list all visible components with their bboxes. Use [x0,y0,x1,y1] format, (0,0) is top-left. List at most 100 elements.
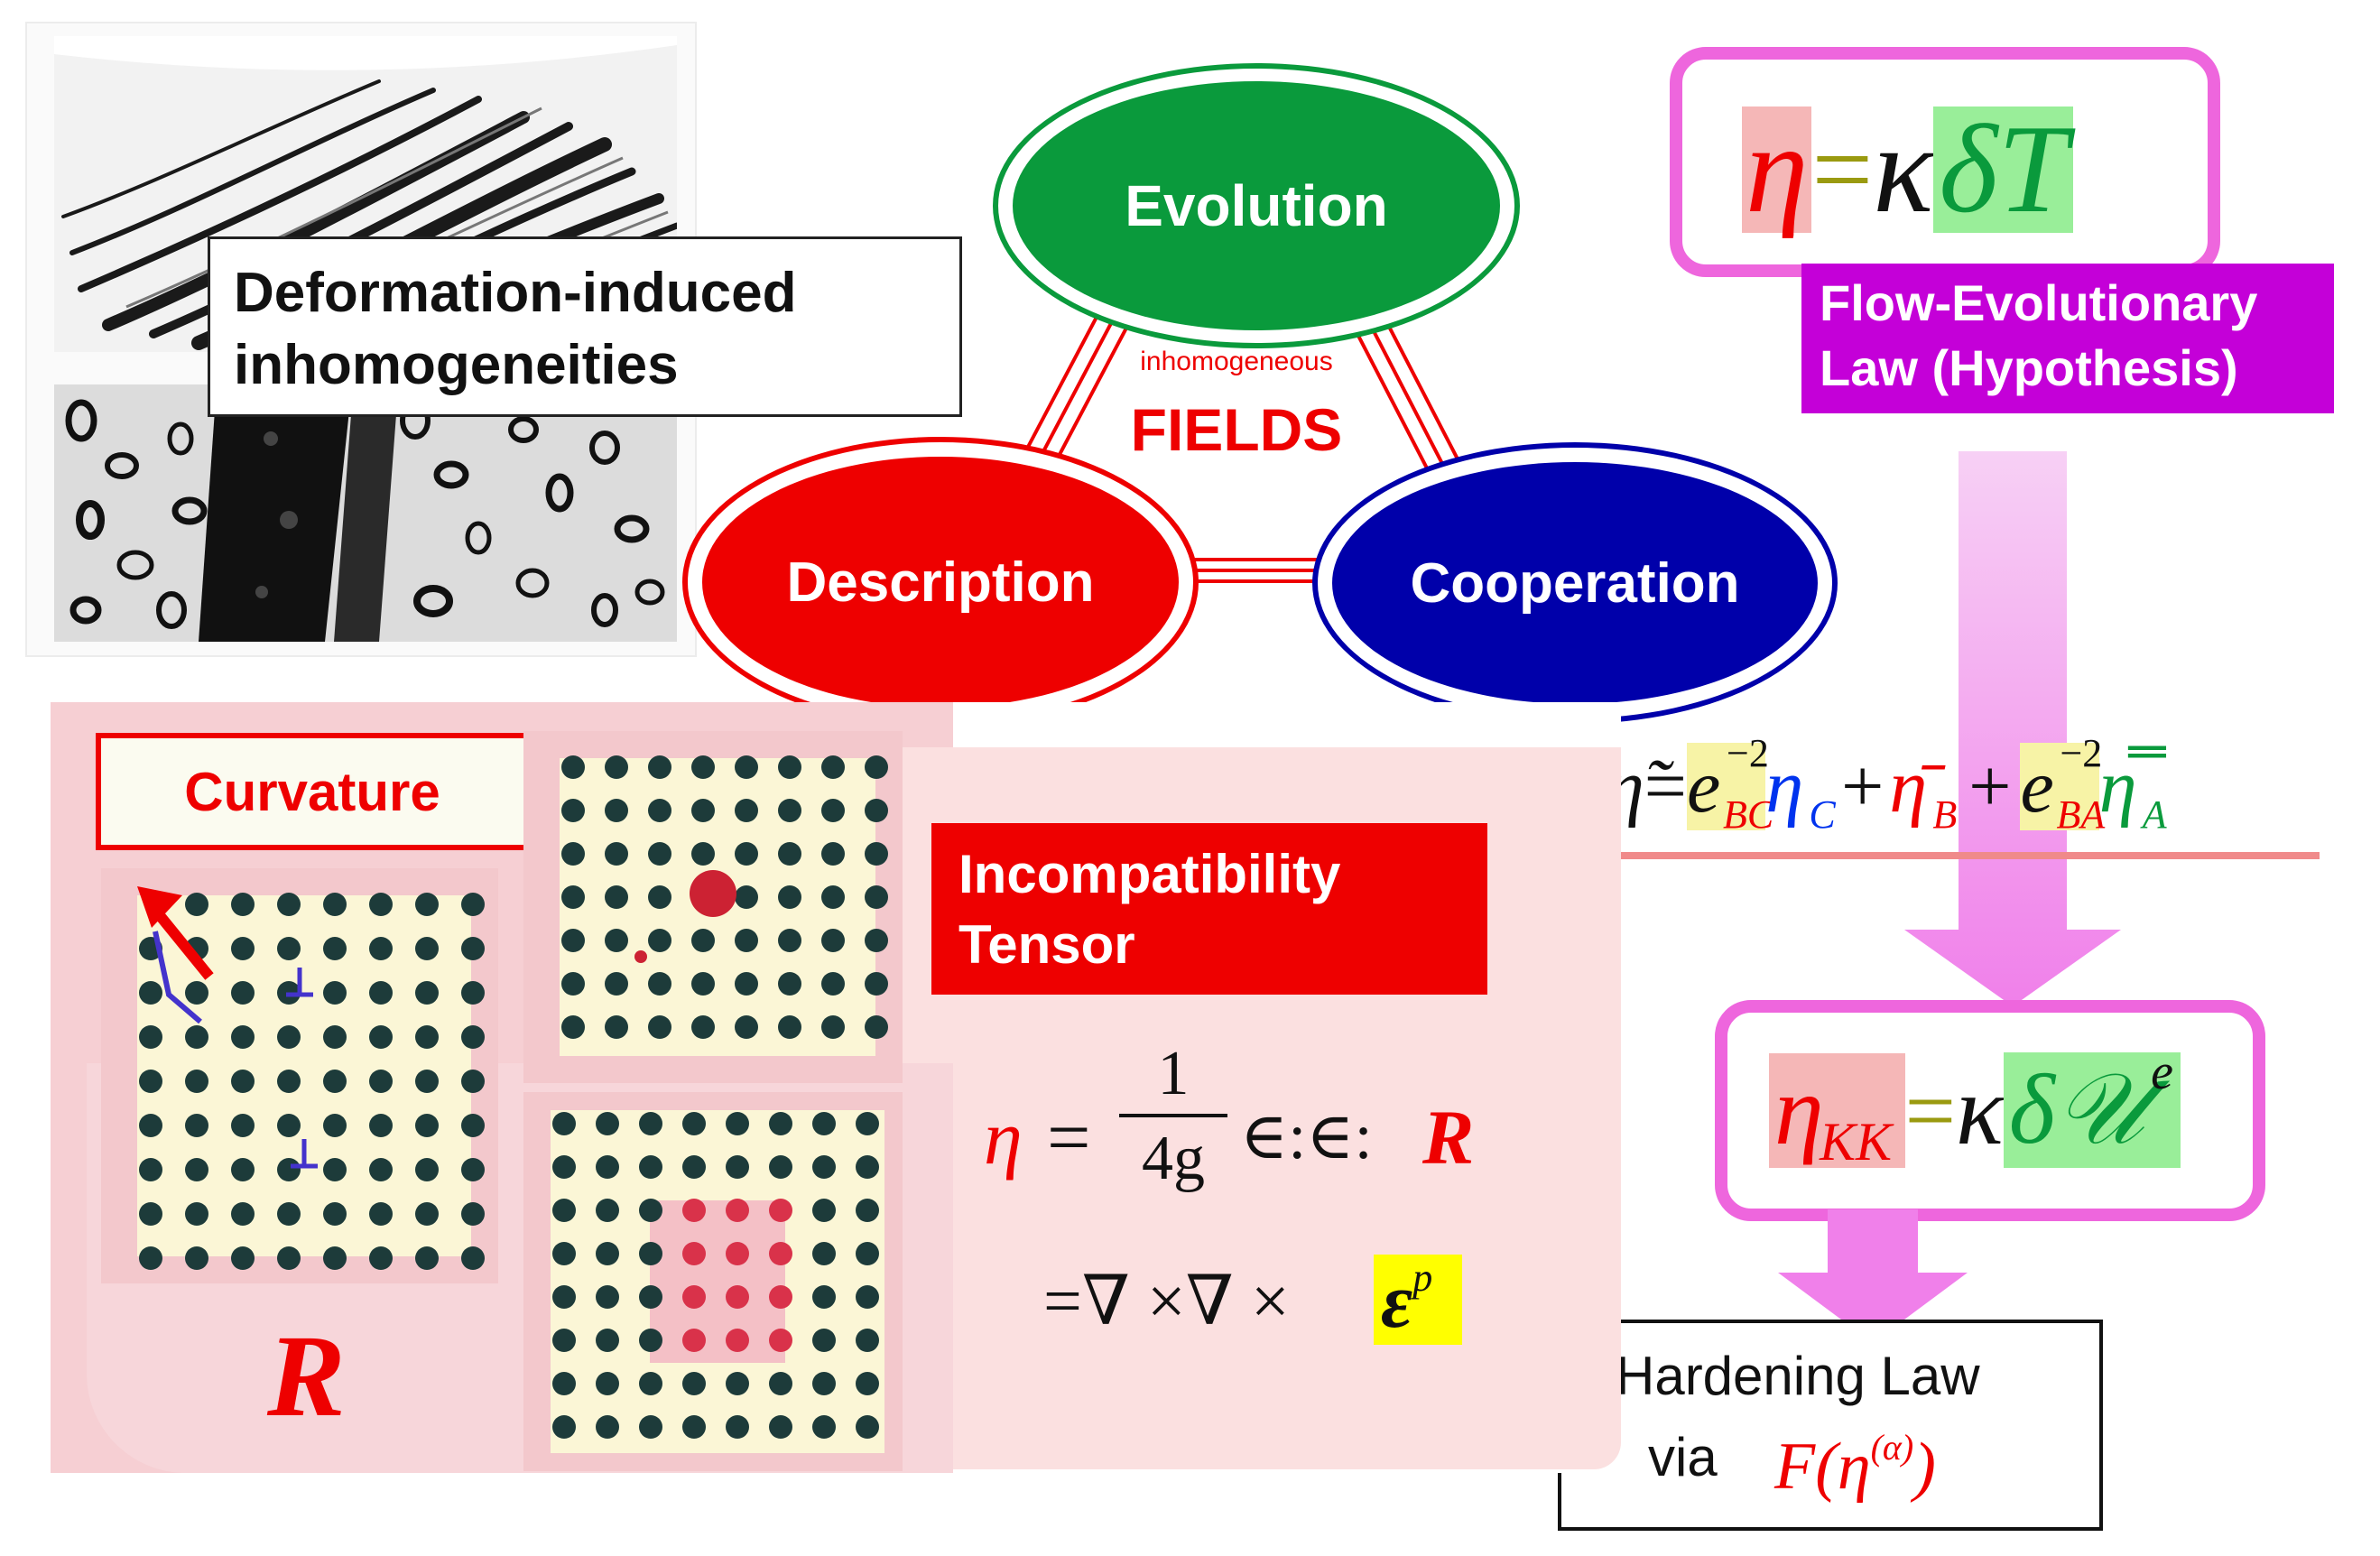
atom [323,937,347,960]
flow-law-equation: η = κ δT [1742,107,2074,233]
atom [605,929,628,952]
atom [639,1242,662,1265]
atom [139,1202,162,1226]
curvature-lattice-image [101,868,498,1283]
atom [856,1415,879,1439]
atom [369,1246,393,1270]
eq-equals: = [1644,744,1688,829]
atom [735,929,758,952]
flow-law-eta: η [1742,107,1812,233]
atom [726,1199,749,1222]
atom [185,1070,208,1093]
hardening-line1: Hardening Law [1616,1346,1980,1406]
atom [812,1155,836,1179]
eq-plus-2: + [1968,744,2012,829]
atom [277,893,301,916]
atom [639,1415,662,1439]
atom [821,755,845,779]
atom [561,1015,585,1039]
atom [415,1158,439,1181]
atom [735,885,758,909]
eq-e-bc: e −2 BC [1687,730,1774,837]
atom [821,799,845,822]
atom [231,1246,255,1270]
formula-epsilon-p: εp [1374,1255,1462,1345]
atom [139,1070,162,1093]
atom [596,1415,619,1439]
formula-fraction: 1 4g [1119,1038,1227,1197]
atom [415,1114,439,1137]
atom [682,1242,706,1265]
formula-r: R [1422,1094,1475,1181]
atom [856,1329,879,1352]
kk-equals: = [1904,1060,1956,1161]
atom [648,842,671,866]
atom [691,799,715,822]
eq-plus-1: + [1841,744,1885,829]
atom [415,981,439,1005]
incompatibility-label: Incompatibility Tensor [931,823,1487,995]
atom [865,1015,888,1039]
hardening-box [1558,1320,2103,1531]
curvature-label: Curvature [184,761,440,822]
atom [812,1415,836,1439]
atom [812,1112,836,1135]
atom [561,842,585,866]
atom [323,1158,347,1181]
atom [369,1025,393,1049]
atom [139,1114,162,1137]
kk-eta: η KK [1769,1052,1905,1172]
atom [605,755,628,779]
kk-law-equation: η KK = κ δ𝒰 e [1769,1044,2181,1173]
flow-law-delta-t: δT [1933,107,2074,233]
atom [461,893,485,916]
atom [691,972,715,996]
atom [323,981,347,1005]
inhomogeneities-caption: Deformation-induced inhomogeneities [208,236,962,417]
eq-eta-c: η C [1765,744,1836,837]
hardening-function: F(η(α)) [1774,1427,1936,1504]
atom [691,929,715,952]
atom [415,937,439,960]
atom [415,1070,439,1093]
atom [552,1329,576,1352]
atom [605,972,628,996]
atom [812,1372,836,1395]
atom [856,1372,879,1395]
atom [561,755,585,779]
atom [865,799,888,822]
formula-levi: ∈:∈: [1240,1100,1373,1172]
atom [726,1112,749,1135]
atom [769,1285,792,1309]
atom [769,1199,792,1222]
fields-big-label: FIELDS [1130,396,1343,463]
inclusion-lattice-image [523,1092,903,1471]
formula-curl: =∇ ×∇ × [1043,1264,1290,1339]
atom [726,1155,749,1179]
atom [596,1112,619,1135]
atom [778,799,801,822]
atom [682,1199,706,1222]
atom [277,1114,301,1137]
atom [865,929,888,952]
flow-down-arrow [1904,451,2121,1006]
atom [682,1285,706,1309]
atom [596,1199,619,1222]
atom [461,1070,485,1093]
micrograph-cells-image [54,384,677,642]
atom [778,972,801,996]
atom [277,1025,301,1049]
atom [231,1070,255,1093]
atom [856,1199,879,1222]
incompatibility-formula: η = 1 4g ∈:∈: R =∇ ×∇ × εp [984,1029,1525,1372]
formula-equals: = [1047,1094,1091,1181]
atom [856,1112,879,1135]
atom [552,1112,576,1135]
atom [682,1155,706,1179]
atom [185,1246,208,1270]
atom [682,1372,706,1395]
atom [726,1415,749,1439]
atom [552,1372,576,1395]
atom [682,1415,706,1439]
atom [185,1202,208,1226]
